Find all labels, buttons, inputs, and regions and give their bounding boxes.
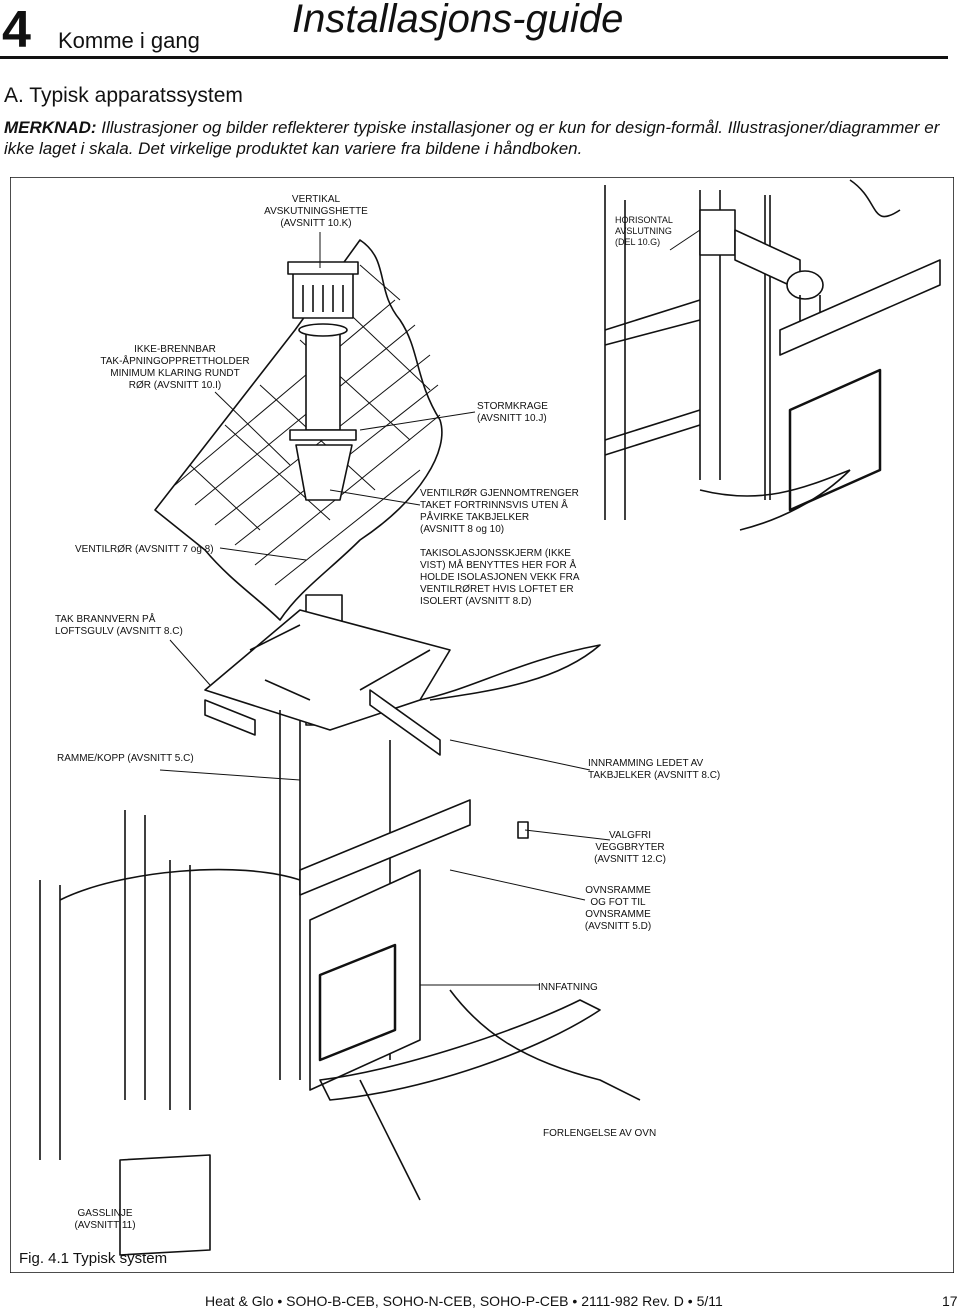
label-line: RØR (AVSNITT 10.I) bbox=[128, 380, 222, 391]
note-paragraph: MERKNAD: Illustrasjoner og bilder reflek… bbox=[4, 117, 960, 159]
document-title: Installasjons-guide bbox=[292, 0, 624, 41]
label-vent-pipe: VENTILRØR (AVSNITT 7 og 8) bbox=[75, 544, 214, 556]
label-line: VALGFRI bbox=[608, 830, 652, 841]
label-line: TAK-ÅPNINGOPPRETTHOLDER bbox=[100, 356, 250, 367]
label-line: AVSLUTNING bbox=[615, 226, 672, 236]
label-line: OVNSRAMME bbox=[585, 909, 651, 920]
label-frame-hood: RAMME/KOPP (AVSNITT 5.C) bbox=[57, 753, 194, 765]
label-line: VIST) MÅ BENYTTES HER FOR Å bbox=[420, 560, 577, 571]
label-line: VENTILRØR (AVSNITT 7 og 8) bbox=[75, 544, 214, 555]
label-line: OG FOT TIL bbox=[590, 897, 646, 908]
chapter-number: 4 bbox=[2, 1, 31, 59]
label-line: (AVSNITT 10.K) bbox=[280, 218, 352, 229]
label-line: (DEL 10.G) bbox=[615, 237, 661, 247]
label-line: FORLENGELSE AV OVN bbox=[543, 1128, 657, 1139]
label-line: AVSKUTNINGSHETTE bbox=[264, 206, 368, 217]
label-attic-shield: TAKISOLASJONSSKJERM (IKKE VIST) MÅ BENYT… bbox=[420, 548, 580, 608]
section-heading: A. Typisk apparatssystem bbox=[4, 84, 243, 107]
label-surround: INNFATNING bbox=[538, 982, 598, 994]
figure-caption: Fig. 4.1 Typisk system bbox=[19, 1250, 168, 1267]
label-line: INNFATNING bbox=[538, 982, 598, 993]
chapter-title: Komme i gang bbox=[58, 28, 200, 53]
label-storm-collar: STORMKRAGE (AVSNITT 10.J) bbox=[477, 401, 548, 425]
note-text: Illustrasjoner og bilder reflekterer typ… bbox=[4, 118, 940, 158]
label-line: VEGGBRYTER bbox=[595, 842, 665, 853]
label-joist-framing: INNRAMMING LEDET AV TAKBJELKER (AVSNITT … bbox=[588, 758, 720, 782]
label-line: INNRAMMING LEDET AV bbox=[588, 758, 704, 769]
system-illustration bbox=[10, 177, 954, 1273]
page-number: 17 bbox=[942, 1293, 958, 1309]
label-line: PÅVIRKE TAKBJELKER bbox=[420, 512, 530, 523]
label-line: LOFTSGULV (AVSNITT 8.C) bbox=[55, 626, 183, 637]
label-line: TAKET FORTRINNSVIS UTEN Å bbox=[420, 500, 568, 511]
label-line: OVNSRAMME bbox=[585, 885, 651, 896]
label-line: VENTILRØR GJENNOMTRENGER bbox=[420, 488, 579, 499]
label-line: VENTILRØRET HVIS LOFTET ER bbox=[420, 584, 574, 595]
label-line: GASSLINJE bbox=[77, 1208, 133, 1219]
label-horizontal-termination: HORISONTAL AVSLUTNING (DEL 10.G) bbox=[615, 215, 673, 248]
header-rule bbox=[0, 56, 948, 59]
label-line: (AVSNITT 10.J) bbox=[477, 413, 547, 424]
label-line: TAKISOLASJONSSKJERM (IKKE bbox=[420, 548, 571, 559]
label-gas-line: GASSLINJE (AVSNITT 11) bbox=[60, 1208, 150, 1232]
label-line: TAK BRANNVERN PÅ bbox=[55, 614, 156, 625]
label-line: RAMME/KOPP (AVSNITT 5.C) bbox=[57, 753, 194, 764]
label-line: ISOLERT (AVSNITT 8.D) bbox=[420, 596, 532, 607]
label-stove-frame: OVNSRAMME OG FOT TIL OVNSRAMME (AVSNITT … bbox=[568, 885, 668, 933]
label-vertical-cap: VERTIKAL AVSKUTNINGSHETTE (AVSNITT 10.K) bbox=[256, 194, 376, 230]
label-line: VERTIKAL bbox=[291, 194, 341, 205]
label-line: STORMKRAGE bbox=[477, 401, 548, 412]
label-line: MINIMUM KLARING RUNDT bbox=[110, 368, 240, 379]
label-ceiling-firestop: TAK BRANNVERN PÅ LOFTSGULV (AVSNITT 8.C) bbox=[55, 614, 183, 638]
footer-text: Heat & Glo • SOHO-B-CEB, SOHO-N-CEB, SOH… bbox=[205, 1293, 723, 1309]
label-line: HOLDE ISOLASJONEN VEKK FRA bbox=[420, 572, 580, 583]
label-roof-opening: IKKE-BRENNBAR TAK-ÅPNINGOPPRETTHOLDER MI… bbox=[95, 344, 255, 392]
label-line: (AVSNITT 12.C) bbox=[594, 854, 666, 865]
label-line: (AVSNITT 5.D) bbox=[584, 921, 652, 932]
note-prefix: MERKNAD: bbox=[4, 118, 97, 137]
label-line: IKKE-BRENNBAR bbox=[134, 344, 216, 355]
label-wall-switch: VALGFRI VEGGBRYTER (AVSNITT 12.C) bbox=[580, 830, 680, 866]
label-line: TAKBJELKER (AVSNITT 8.C) bbox=[588, 770, 721, 781]
label-line: HORISONTAL bbox=[615, 215, 673, 225]
label-line: (AVSNITT 11) bbox=[74, 1220, 136, 1231]
label-vent-through-ceiling: VENTILRØR GJENNOMTRENGER TAKET FORTRINNS… bbox=[420, 488, 579, 536]
label-hearth-extension: FORLENGELSE AV OVN bbox=[543, 1128, 656, 1140]
label-line: (AVSNITT 8 og 10) bbox=[420, 524, 505, 535]
